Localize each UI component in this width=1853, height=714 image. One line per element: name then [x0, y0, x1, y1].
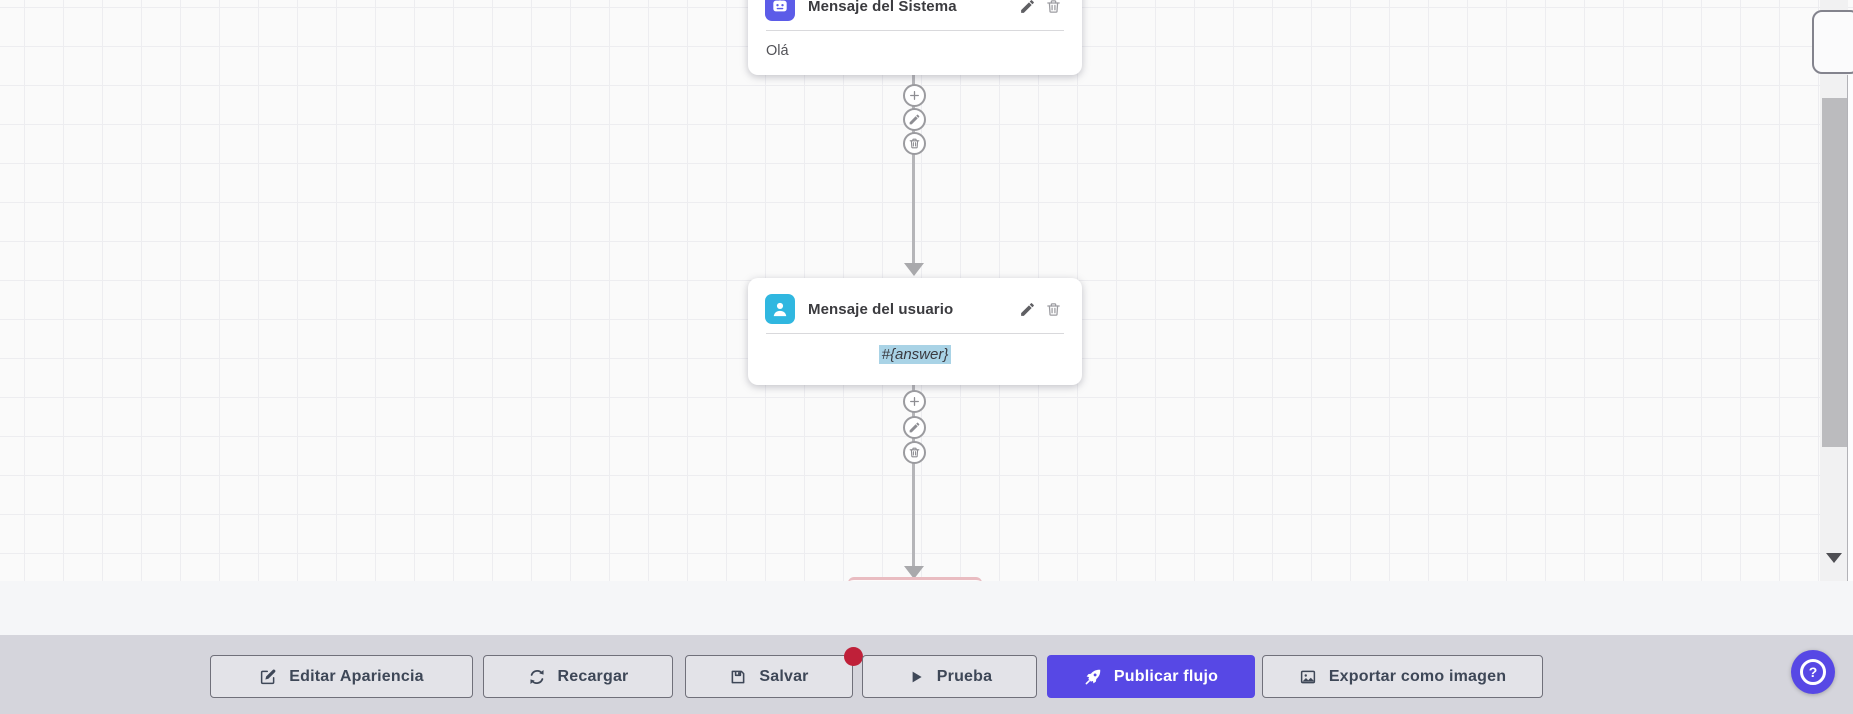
- arrow-down-icon: [904, 263, 924, 276]
- bottom-toolbar: Editar Apariencia Recargar Salvar: [0, 635, 1853, 714]
- button-label: Exportar como imagen: [1328, 667, 1507, 685]
- delete-node-icon[interactable]: [1045, 0, 1062, 15]
- refresh-icon: [529, 669, 544, 684]
- publish-flow-button[interactable]: Publicar flujo: [1047, 655, 1255, 698]
- edit-node-icon[interactable]: [1019, 301, 1036, 318]
- rocket-icon: [1085, 669, 1101, 684]
- edit-appearance-button[interactable]: Editar Apariencia: [210, 655, 473, 698]
- divider: [766, 333, 1064, 334]
- add-node-button[interactable]: [903, 84, 926, 107]
- node-content: #{answer}: [748, 334, 1082, 379]
- node-title: Mensaje del Sistema: [808, 0, 957, 15]
- unsaved-changes-badge: [844, 647, 863, 666]
- export-image-button[interactable]: Exportar como imagen: [1262, 655, 1543, 698]
- bot-icon: [765, 0, 795, 21]
- variable-chip[interactable]: #{answer}: [878, 345, 952, 364]
- connector-line: [912, 75, 915, 265]
- window-scrollbar-edge: [1847, 75, 1853, 714]
- scrollbar-down-arrow-icon[interactable]: [1826, 553, 1842, 563]
- node-title: Mensaje del usuario: [808, 300, 954, 318]
- flow-canvas[interactable]: Mensaje del Sistema Olá: [0, 0, 1853, 581]
- play-icon: [912, 671, 922, 682]
- edit-node-icon[interactable]: [1019, 0, 1036, 15]
- user-icon: [765, 294, 795, 324]
- connector-line: [912, 385, 915, 567]
- edit-connector-button[interactable]: [903, 416, 926, 439]
- next-node-partial: [848, 577, 982, 581]
- add-node-button[interactable]: [903, 390, 926, 413]
- node-header: Mensaje del Sistema: [748, 0, 1082, 30]
- help-button[interactable]: ?: [1791, 650, 1835, 694]
- button-label: Prueba: [936, 667, 993, 685]
- arrow-down-icon: [904, 566, 924, 579]
- button-label: Salvar: [759, 667, 809, 685]
- vertical-scrollbar-thumb[interactable]: [1822, 98, 1847, 447]
- delete-connector-button[interactable]: [903, 441, 926, 464]
- question-ring-icon: ?: [1800, 659, 1826, 685]
- reload-button[interactable]: Recargar: [483, 655, 673, 698]
- delete-node-icon[interactable]: [1045, 301, 1062, 318]
- side-panel-partial: [1812, 10, 1853, 74]
- question-mark: ?: [1808, 664, 1818, 680]
- edit-square-icon: [261, 669, 276, 684]
- node-header: Mensaje del usuario: [748, 278, 1082, 333]
- node-user-message[interactable]: Mensaje del usuario #{answer}: [748, 278, 1082, 385]
- image-icon: [1300, 670, 1315, 683]
- delete-connector-button[interactable]: [903, 132, 926, 155]
- save-icon: [731, 670, 745, 683]
- edit-connector-button[interactable]: [903, 108, 926, 131]
- save-button[interactable]: Salvar: [685, 655, 853, 698]
- test-button[interactable]: Prueba: [862, 655, 1037, 698]
- button-label: Editar Apariencia: [289, 667, 424, 685]
- node-system-message[interactable]: Mensaje del Sistema Olá: [748, 0, 1082, 75]
- button-label: Recargar: [557, 667, 629, 685]
- button-label: Publicar flujo: [1113, 667, 1219, 685]
- node-content: Olá: [766, 43, 789, 59]
- divider: [766, 30, 1064, 31]
- lower-strip: [0, 581, 1853, 635]
